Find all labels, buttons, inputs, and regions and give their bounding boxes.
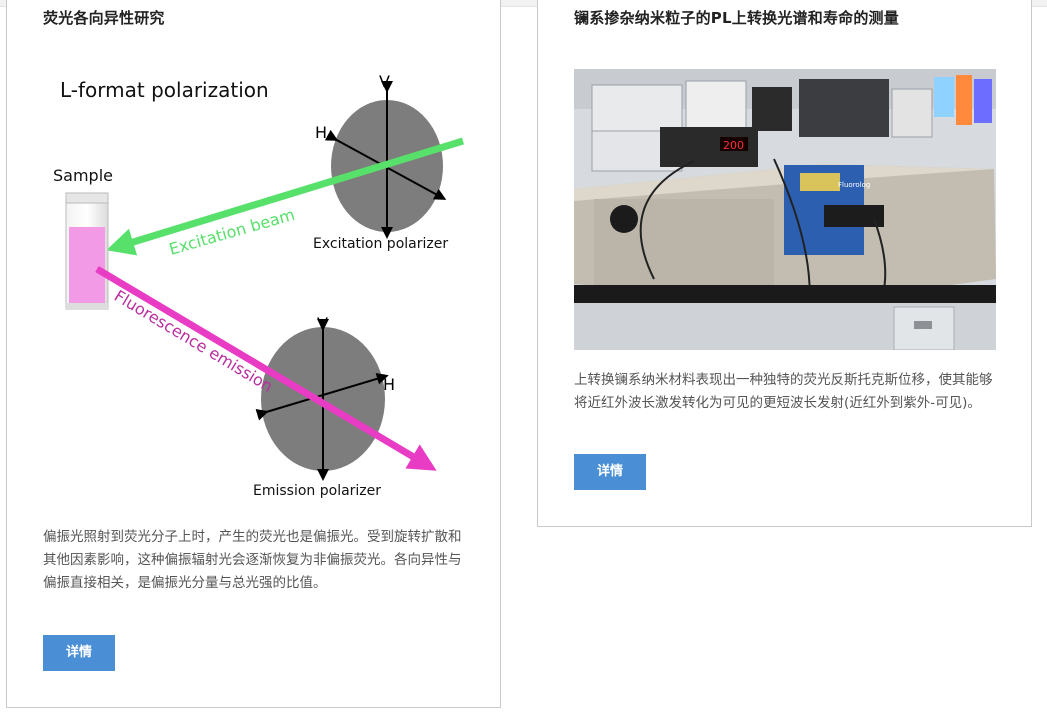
card-title: 荧光各向异性研究 (43, 9, 165, 27)
card-fluorescence-anisotropy: 荧光各向异性研究 L-format polarization (6, 0, 501, 708)
emission-polarizer-label: Emission polarizer (253, 483, 381, 499)
card-description: 偏振光照射到荧光分子上时，产生的荧光也是偏振光。受到旋转扩散和其他因素影响，这种… (43, 529, 462, 591)
spectrometer-photo: 200 Fluorolog (574, 69, 996, 350)
diagram-heading: L-format polarization (60, 78, 269, 102)
fluorescence-emission-label: Fluorescence emission (111, 286, 276, 396)
sample-cuvette (65, 192, 109, 310)
axis-v-label-top: V (379, 72, 390, 91)
excitation-beam-arrow (106, 137, 465, 256)
card-description: 上转换镧系纳米材料表现出一种独特的荧光反斯托克斯位移，使其能够将近红外波长激发转… (574, 372, 993, 411)
axis-h-label-bottom: H (383, 375, 395, 394)
card-upconversion-measurement: 镧系掺杂纳米粒子的PL上转换光谱和寿命的测量 200 Fluorolog (537, 0, 1032, 527)
card-title: 镧系掺杂纳米粒子的PL上转换光谱和寿命的测量 (574, 9, 899, 27)
sample-label: Sample (53, 166, 113, 185)
details-button[interactable]: 详情 (574, 454, 646, 490)
excitation-polarizer-label: Excitation polarizer (313, 236, 448, 252)
excitation-polarizer (324, 81, 447, 239)
fluorescence-emission-arrow (95, 265, 437, 471)
brand-label: Fluorolog (838, 181, 870, 189)
details-button[interactable]: 详情 (43, 635, 115, 671)
polarization-diagram: L-format polarization V H Excitation bea… (53, 72, 465, 499)
display-readout: 200 (723, 139, 744, 152)
top-divider (0, 0, 1047, 7)
axis-v-label-bottom: V (317, 314, 328, 333)
axis-h-label-top: H (315, 123, 327, 142)
